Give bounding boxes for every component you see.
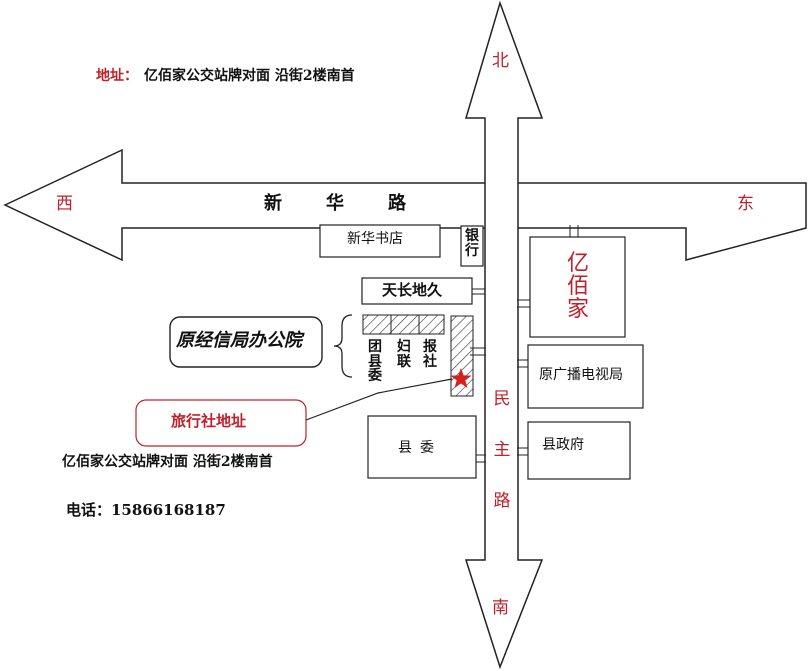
xianwei-label: 县委 <box>398 440 442 456</box>
bookstore-label: 新华书店 <box>347 231 403 247</box>
agency-callout-box <box>135 399 307 447</box>
star-icon <box>450 368 472 388</box>
xinhua-road-arrow <box>3 148 807 262</box>
compound-block-3 <box>418 314 445 335</box>
fulian-label: 妇联 <box>397 339 411 370</box>
tianchang-label: 天长地久 <box>382 281 443 299</box>
compound-brace <box>333 314 353 378</box>
minzhu-road-arrow <box>464 0 544 670</box>
agency-callout-pointer <box>305 378 453 421</box>
phone-number: 电话：15866168187 <box>66 501 226 519</box>
address-text: 亿佰家公交站牌对面 沿街2楼南首 <box>144 68 355 84</box>
bookstore-building <box>319 224 441 258</box>
east-label: 东 <box>737 194 754 214</box>
agency-location-label: 旅行社地址 <box>171 412 247 430</box>
office-compound-callout-box <box>169 316 323 368</box>
tianchang-building <box>361 277 473 305</box>
yibaijia-label: 亿佰家 <box>566 251 589 323</box>
guangbo-building <box>527 344 644 409</box>
west-label: 西 <box>56 194 73 214</box>
yibaijia-building <box>529 236 626 338</box>
baoshe-label: 报社 <box>423 339 437 370</box>
xinhua-road-label: 新华路 <box>264 193 450 214</box>
address-repeat-text: 亿佰家公交站牌对面 沿街2楼南首 <box>62 454 273 470</box>
tuanxianwei-label: 团县委 <box>368 339 382 385</box>
bank-label: 银行 <box>465 228 479 259</box>
xianzhengfu-building <box>527 421 631 480</box>
compound-block-1 <box>362 314 392 335</box>
office-compound-label: 原经信局办公院 <box>176 330 302 351</box>
bank-building <box>460 225 484 267</box>
north-label: 北 <box>492 51 509 71</box>
compound-block-2 <box>390 314 420 335</box>
south-label: 南 <box>492 598 509 618</box>
minzhu-road-label: 民主路 <box>493 389 511 511</box>
guangbo-label: 原广播电视局 <box>539 367 623 383</box>
xianwei-building <box>367 415 477 479</box>
xianzhengfu-label: 县政府 <box>542 437 584 453</box>
address-label: 地址： <box>96 68 138 84</box>
